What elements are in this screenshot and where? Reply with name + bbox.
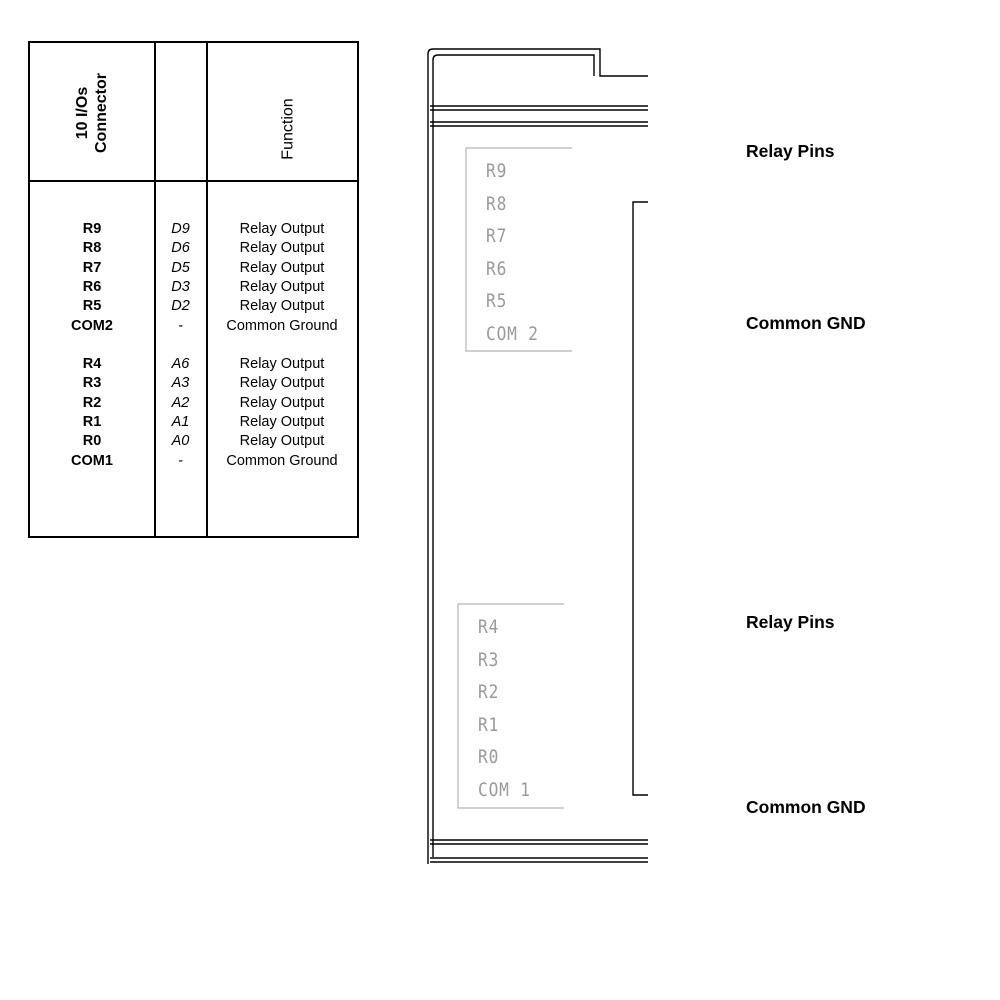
table-row: COM2 - Common Ground (30, 317, 357, 336)
callout-common-gnd-lower: Common GND (746, 797, 866, 817)
terminal-pin-label: R8 (486, 192, 508, 215)
function-cell: Relay Output (239, 356, 325, 372)
function-cell: Relay Output (239, 259, 325, 276)
connector-header-line1: 10 I/Os (74, 86, 91, 140)
terminal-pin-label: R4 (478, 616, 500, 638)
signal-cell: A2 (171, 394, 190, 411)
table-row: R8 D6 Relay Output (30, 239, 357, 258)
table-row: R2 A2 Relay Output (30, 394, 357, 413)
pin-cell: COM1 (71, 452, 113, 469)
pin-cell: R2 (82, 394, 102, 411)
signal-cell: A6 (171, 356, 190, 372)
connector-outline (427, 48, 648, 864)
signal-cell: D3 (171, 278, 190, 295)
pin-cell: R8 (82, 240, 102, 257)
terminal-pin-label: R1 (478, 713, 500, 736)
connector-header: 10 I/Os Connector (73, 73, 111, 153)
connector-header-line2: Connector (93, 73, 110, 153)
table-divider (206, 43, 208, 536)
signal-cell: - (178, 452, 183, 469)
function-cell: Relay Output (239, 221, 325, 237)
table-header-divider (30, 180, 357, 182)
table-row: R3 A3 Relay Output (30, 374, 357, 393)
function-cell: Relay Output (239, 413, 325, 430)
pin-cell: R6 (82, 278, 102, 295)
signal-cell: D9 (171, 221, 190, 237)
function-cell: Common Ground (226, 452, 338, 469)
terminal-pin-label: R3 (478, 648, 500, 671)
function-cell: Common Ground (226, 317, 338, 334)
terminal-pin-label: COM 1 (478, 778, 531, 801)
pin-cell: R1 (82, 413, 102, 430)
table-row: R4 A6 Relay Output (30, 355, 357, 374)
pin-cell: R7 (82, 259, 102, 276)
signal-cell: A0 (171, 433, 190, 450)
function-cell: Relay Output (239, 240, 325, 257)
terminal-pin-label: COM 2 (486, 322, 539, 345)
function-cell: Relay Output (239, 278, 325, 295)
signal-cell: D5 (171, 259, 190, 276)
callout-relay-pins-upper: Relay Pins (746, 141, 835, 161)
table-row: R0 A0 Relay Output (30, 432, 357, 451)
terminal-pin-label: R2 (478, 681, 500, 703)
table-row: R5 D2 Relay Output (30, 297, 357, 316)
signal-cell: - (178, 317, 183, 334)
callout-relay-pins-lower: Relay Pins (746, 612, 835, 632)
table-row: R9 D9 Relay Output (30, 220, 357, 239)
callout-common-gnd-upper: Common GND (746, 313, 866, 333)
terminal-pin-label: R7 (486, 225, 508, 247)
pin-cell: R3 (82, 375, 102, 392)
pin-cell: R5 (82, 298, 102, 315)
terminal-pin-label: R9 (486, 160, 508, 182)
function-cell: Relay Output (239, 375, 325, 392)
signal-cell: D2 (171, 298, 190, 315)
pin-cell: R0 (82, 433, 102, 450)
signal-cell: A3 (171, 375, 190, 392)
function-cell: Relay Output (239, 433, 325, 450)
terminal-pin-label: R0 (478, 746, 500, 768)
function-cell: Relay Output (239, 298, 325, 315)
signal-cell: A1 (171, 413, 190, 430)
signal-cell: D6 (171, 240, 190, 257)
pin-cell: R4 (82, 356, 102, 372)
table-row: R7 D5 Relay Output (30, 259, 357, 278)
table-row: R1 A1 Relay Output (30, 413, 357, 432)
pin-cell: COM2 (71, 317, 113, 334)
terminal-pin-label: R5 (486, 290, 508, 312)
table-divider (154, 43, 156, 536)
function-header: Function (279, 98, 297, 160)
function-cell: Relay Output (239, 394, 325, 411)
table-row: R6 D3 Relay Output (30, 278, 357, 297)
terminal-pin-label: R6 (486, 257, 508, 280)
pin-cell: R9 (82, 221, 102, 237)
table-row: COM1 - Common Ground (30, 452, 357, 471)
